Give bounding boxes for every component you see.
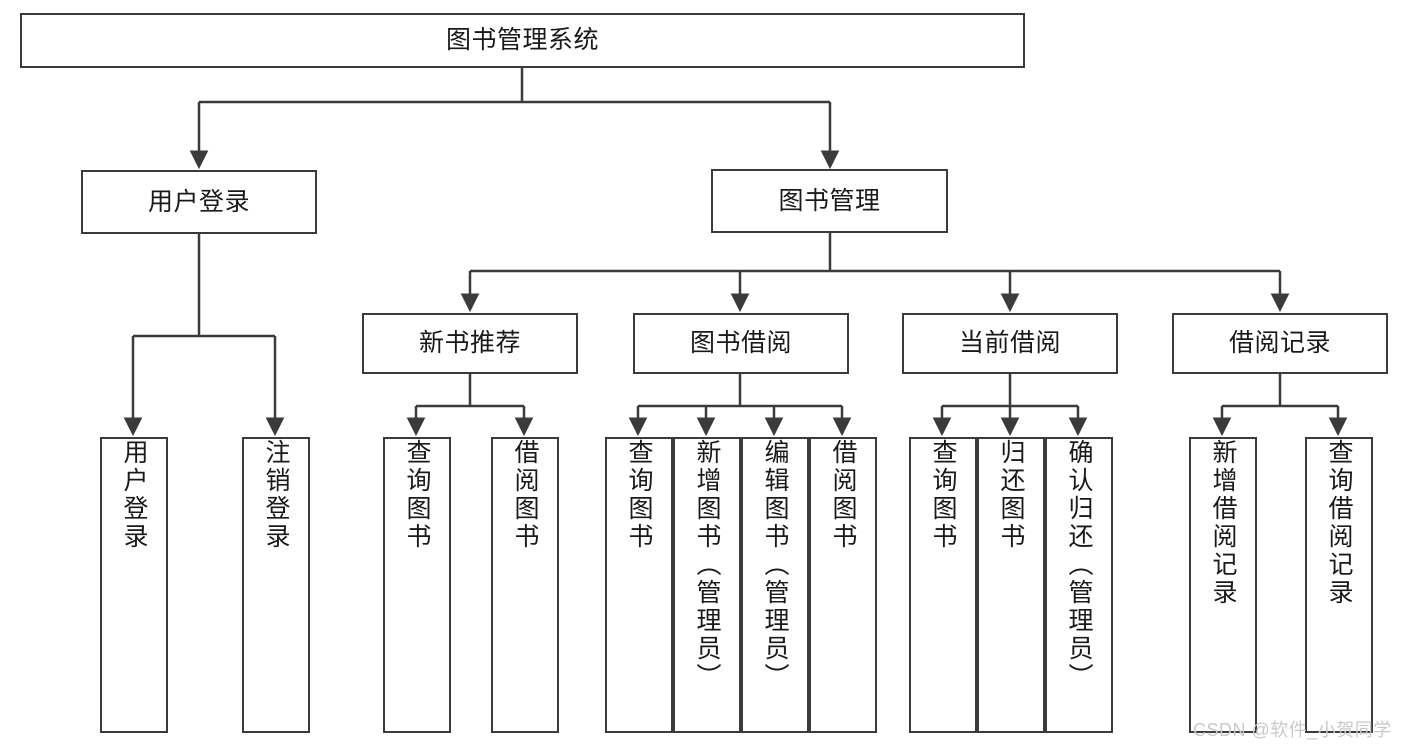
node-label: 归还图书 [997, 439, 1025, 551]
node-label: 借阅图书 [829, 439, 857, 551]
node-leaf-user-login[interactable]: 用户登录 [100, 437, 168, 733]
node-leaf-edit-book-admin[interactable]: 编辑图书（管理员） [741, 437, 809, 733]
node-leaf-add-borrow-record[interactable]: 新增借阅记录 [1189, 437, 1257, 733]
node-label: 用户登录 [120, 439, 148, 551]
node-label: 注销登录 [262, 439, 290, 551]
node-user-login[interactable]: 用户登录 [81, 170, 317, 234]
node-label: 借阅图书 [511, 439, 539, 551]
node-borrow-record[interactable]: 借阅记录 [1172, 313, 1388, 374]
node-label: 确认归还（管理员） [1065, 439, 1093, 691]
node-label: 查询借阅记录 [1325, 439, 1353, 607]
node-leaf-add-book-admin[interactable]: 新增图书（管理员） [673, 437, 741, 733]
node-label: 查询图书 [929, 439, 957, 551]
node-label: 新书推荐 [418, 329, 521, 358]
node-label: 图书管理系统 [445, 26, 599, 55]
node-label: 新增图书（管理员） [693, 439, 721, 691]
node-leaf-confirm-return-admin[interactable]: 确认归还（管理员） [1045, 437, 1113, 733]
node-label: 用户登录 [147, 187, 250, 216]
node-label: 新增借阅记录 [1209, 439, 1237, 607]
node-leaf-query-book-1[interactable]: 查询图书 [383, 437, 451, 733]
node-leaf-query-borrow-record[interactable]: 查询借阅记录 [1305, 437, 1373, 733]
node-new-book-rec[interactable]: 新书推荐 [362, 313, 578, 374]
node-leaf-borrow-book-2[interactable]: 借阅图书 [809, 437, 877, 733]
node-label: 图书借阅 [689, 329, 792, 358]
node-label: 图书管理 [778, 186, 881, 215]
node-leaf-query-book-2[interactable]: 查询图书 [605, 437, 673, 733]
node-label: 查询图书 [403, 439, 431, 551]
node-book-manage[interactable]: 图书管理 [711, 169, 948, 233]
node-current-borrow[interactable]: 当前借阅 [902, 313, 1118, 374]
node-label: 借阅记录 [1228, 329, 1331, 358]
node-label: 查询图书 [625, 439, 653, 551]
node-leaf-logout[interactable]: 注销登录 [242, 437, 310, 733]
node-label: 编辑图书（管理员） [761, 439, 789, 691]
node-book-borrow[interactable]: 图书借阅 [633, 313, 849, 374]
node-root-system[interactable]: 图书管理系统 [20, 13, 1025, 68]
node-label: 当前借阅 [958, 329, 1061, 358]
node-leaf-query-book-3[interactable]: 查询图书 [909, 437, 977, 733]
node-leaf-borrow-book-1[interactable]: 借阅图书 [491, 437, 559, 733]
watermark-text: CSDN @软件_小贺同学 [1193, 720, 1392, 740]
node-leaf-return-book[interactable]: 归还图书 [977, 437, 1045, 733]
